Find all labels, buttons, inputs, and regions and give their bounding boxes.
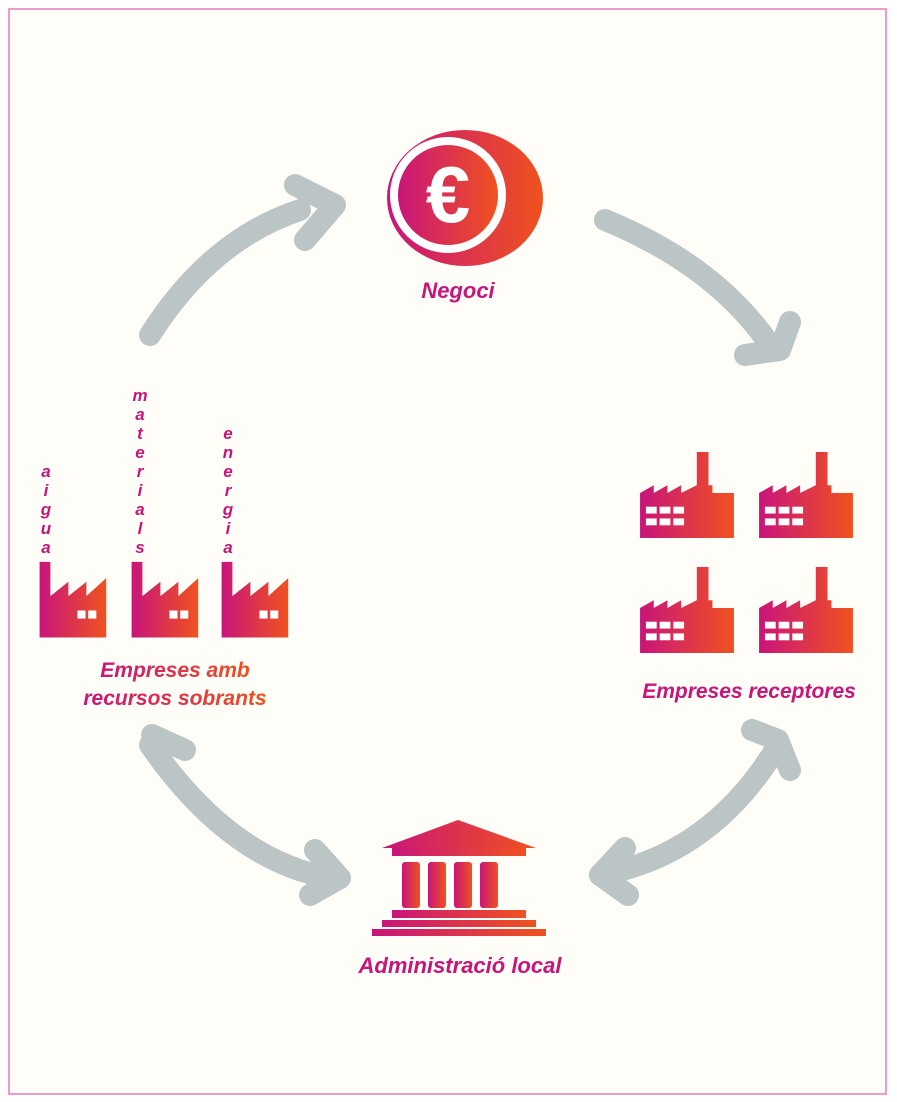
factory-icon bbox=[759, 451, 853, 538]
arrow-surplus-administration bbox=[139, 724, 351, 906]
surplus-label-line1: Empreses amb bbox=[100, 659, 250, 682]
factory-icon bbox=[759, 566, 853, 653]
administration-label: Administració local bbox=[358, 953, 563, 978]
factory-icon bbox=[640, 566, 734, 653]
factory-icon bbox=[221, 561, 289, 638]
receivers-label: Empreses receptores bbox=[642, 680, 856, 703]
arrow-business-to-receivers bbox=[594, 209, 801, 366]
business-label: Negoci bbox=[421, 278, 495, 303]
receiver-factories bbox=[640, 451, 853, 653]
arrow-surplus-to-business bbox=[139, 174, 346, 346]
surplus-label-line2: recursos sobrants bbox=[83, 687, 266, 710]
euro-coin-icon: € bbox=[387, 130, 543, 266]
factory-icon bbox=[640, 451, 734, 538]
factory-icon bbox=[131, 561, 199, 638]
government-building-icon bbox=[372, 820, 546, 936]
arrow-receivers-administration bbox=[589, 719, 801, 906]
factory-icon bbox=[39, 561, 107, 638]
euro-symbol: € bbox=[426, 150, 471, 239]
surplus-factories bbox=[39, 561, 289, 638]
